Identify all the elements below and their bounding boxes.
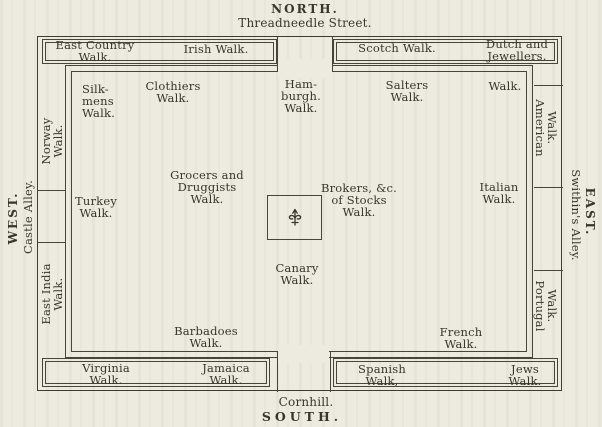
band-box-north-west xyxy=(42,39,277,64)
street-cornhill-label: Cornhill. xyxy=(278,395,334,409)
west-corridor-divider xyxy=(38,242,65,243)
monument-square xyxy=(267,195,322,240)
north-passage-wall xyxy=(332,36,333,72)
walk-brokers-stocks-label: Brokers, &c. of Stocks Walk. xyxy=(320,181,398,219)
walk-barbadoes-label: Barbadoes Walk. xyxy=(174,324,238,350)
walk-silkmens-label: Silk- mens Walk. xyxy=(82,82,115,120)
walk-scotch-label: Scotch Walk. xyxy=(358,41,436,55)
compass-west-label: WEST. xyxy=(6,191,20,245)
walk-portugal-label: Portugal Walk. xyxy=(533,280,559,332)
walk-american-label: American Walk. xyxy=(533,99,559,157)
walk-jamaica-label: Jamaica Walk. xyxy=(202,361,250,387)
walk-salters-label: Salters Walk. xyxy=(385,78,429,104)
south-entrance-gap xyxy=(278,345,329,363)
south-passage-wall xyxy=(330,351,331,392)
walk-virginia-label: Virginia Walk. xyxy=(82,361,130,387)
band-box-north-east xyxy=(333,39,558,64)
walk-jews-label: Jews Walk. xyxy=(508,362,542,388)
street-threadneedle-label: Threadneedle Street. xyxy=(238,16,372,30)
street-swithins-alley-label: Swithin's Alley. xyxy=(569,169,583,261)
north-passage-wall xyxy=(277,36,278,72)
compass-east-label: EAST. xyxy=(583,187,597,237)
outer-wall xyxy=(37,36,562,391)
walk-grocers-druggists-label: Grocers and Druggists Walk. xyxy=(170,168,244,206)
walk-east-country-label: East Country Walk. xyxy=(55,38,135,64)
walk-italian-label: Italian Walk. xyxy=(479,180,519,206)
walk-canary-label: Canary Walk. xyxy=(275,261,319,287)
west-corridor-divider xyxy=(38,190,65,191)
walk-clothiers-label: Clothiers Walk. xyxy=(145,79,201,105)
walk-french-label: French Walk. xyxy=(439,325,483,351)
band-box-south-east xyxy=(333,358,558,387)
walk-dutch-jewellers-label: Dutch and Jewellers. xyxy=(485,37,549,63)
street-castle-alley-label: Castle Alley. xyxy=(21,179,35,255)
walk-irish-label: Irish Walk. xyxy=(183,42,249,56)
fleur-de-lis-icon xyxy=(288,208,301,226)
band-box-south-west xyxy=(42,358,270,387)
south-passage-wall xyxy=(277,351,278,392)
east-corridor-divider xyxy=(534,270,563,271)
north-entrance-gap xyxy=(278,59,332,78)
walk-spanish-label: Spanish Walk, xyxy=(358,362,406,388)
compass-south-label: SOUTH. xyxy=(261,409,343,424)
walk-dutch-jewellers-cont-label: Walk. xyxy=(488,79,522,93)
walk-hamburgh-label: Ham- burgh. Walk. xyxy=(281,77,321,115)
walk-east-india-label: East India Walk. xyxy=(39,263,65,325)
east-corridor-divider xyxy=(534,187,563,188)
walk-norway-label: Norway Walk. xyxy=(39,117,65,165)
walk-turkey-label: Turkey Walk. xyxy=(74,194,118,220)
east-corridor-divider xyxy=(534,85,563,86)
compass-north-label: NORTH. xyxy=(271,2,339,16)
